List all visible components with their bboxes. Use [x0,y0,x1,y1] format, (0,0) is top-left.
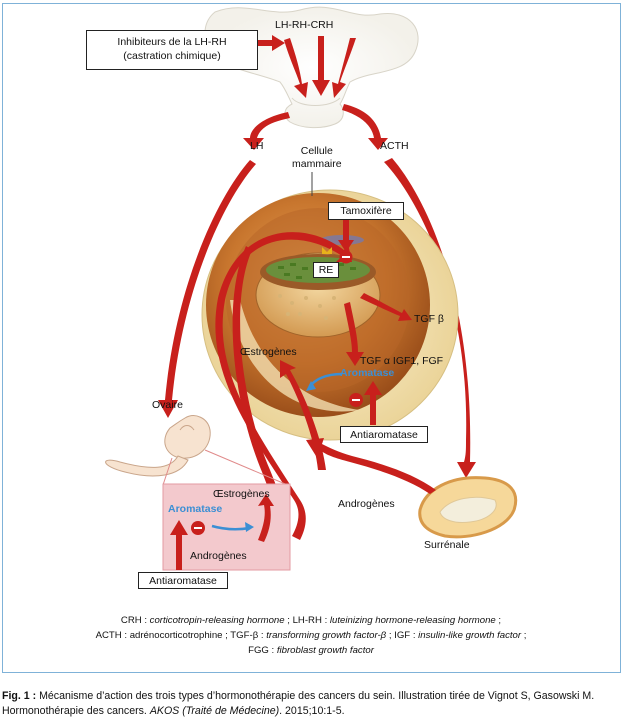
antiaromatase-ovary-box: Antiaromatase [138,572,228,589]
tamoxifen-receptor-mark [322,247,332,254]
ovary-zoom-line-right [204,449,291,487]
inhibit-aromatase-cell-symbol [349,393,363,407]
ovary-box-arrows [170,494,274,570]
aromatase-cell-arrow [364,381,382,425]
cell-to-ovary-arrow [232,246,289,560]
pituitary-gland [204,6,419,129]
legend-igf-def: insulin-like growth factor [418,630,522,641]
inhibitor-arrow [258,35,285,51]
legend-tgf-def: transforming growth factor-β [266,630,387,641]
legend-crh-key: CRH : [120,615,150,626]
surrenale-label: Surrénale [424,539,470,551]
lh-to-ovary-arrow [158,160,256,418]
lhrh-crh-arrows [284,36,356,98]
ovary [105,415,211,477]
caption-fig-label: Fig. 1 : [2,690,37,702]
legend-line-3: FGG : fibroblast growth factor [4,643,618,658]
tgf-alpha-label: TGF α IGF1, FGF [360,355,444,367]
lhrh-inhibitors-box: Inhibiteurs de la LH-RH (castration chim… [86,30,258,70]
acth-arrow [342,104,388,150]
tgf-alpha-arrow [344,302,364,366]
ovary-zoom-line [162,457,173,486]
cell-label: Cellule mammaire [292,145,342,171]
legend-igf-key: ; IGF : [386,630,419,641]
lhrh-inhibitors-line1: Inhibiteurs de la LH-RH [117,36,227,48]
legend-line-1: CRH : corticotropin-releasing hormone ; … [4,613,618,628]
acth-label: ACTH [380,140,409,152]
cell-label-line1: Cellule [300,145,333,157]
aromatase-cell-curve-head [306,381,316,391]
inhibit-re-symbol [339,250,353,264]
inhibit-aromatase-ovary-symbol [191,521,205,535]
legend-crh-def: corticotropin-releasing hormone [149,615,285,626]
adrenal-gland [418,476,518,539]
caption-text: Mécanisme d’action des trois types d’hor… [2,690,595,717]
legend-l2-end: ; [521,630,527,641]
tamoxifene-arrow [338,220,354,252]
oestrogenes-ovary-label: Œstrogènes [213,488,270,500]
caption-journal: AKOS (Traité de Médecine) [149,705,280,717]
tgf-beta-label: TGF β [414,313,444,325]
legend-l1-end: ; [495,615,502,626]
antiaromatase-cell-box: Antiaromatase [340,426,428,443]
lhrh-inhibitors-line2: (castration chimique) [123,50,221,62]
adrenal-to-cell-arrow [306,438,436,494]
aromatase-cell-label: Aromatase [340,367,395,379]
re-box: RE [313,262,339,278]
tamoxifene-box: Tamoxifère [328,202,404,220]
aromatase-ovary-label: Aromatase [168,503,223,515]
oestrogenes-cell-label: Œstrogènes [240,346,297,358]
legend-acth-tgf-key: ACTH : adrénocorticotrophine ; TGF-β : [95,630,267,641]
aromatase-ovary-curve-head [245,522,254,532]
lhrh-crh-label: LH-RH-CRH [275,19,334,31]
lh-arrow [243,112,290,150]
legend-fgg-key: FGG : [248,645,277,656]
legend-lhrh-key: ; LH-RH : [284,615,330,626]
legend: CRH : corticotropin-releasing hormone ; … [4,613,618,658]
lh-label: LH [250,140,264,152]
tgf-beta-arrow [360,293,412,321]
legend-fgg-def: fibroblast growth factor [276,645,374,656]
figure-caption: Fig. 1 : Mécanisme d’action des trois ty… [2,689,624,719]
cell-label-line2: mammaire [292,158,342,170]
androgenes-ovary-label: Androgènes [190,550,247,562]
oestrogenes-loop-arrow [215,232,352,540]
ovaire-label: Ovaire [152,399,183,411]
caption-reference: . 2015;10:1-5. [279,705,345,717]
legend-line-2: ACTH : adrénocorticotrophine ; TGF-β : t… [4,628,618,643]
androgenes-adrenal-label: Androgènes [338,498,395,510]
legend-lhrh-def: luteinizing hormone-releasing hormone [329,615,496,626]
